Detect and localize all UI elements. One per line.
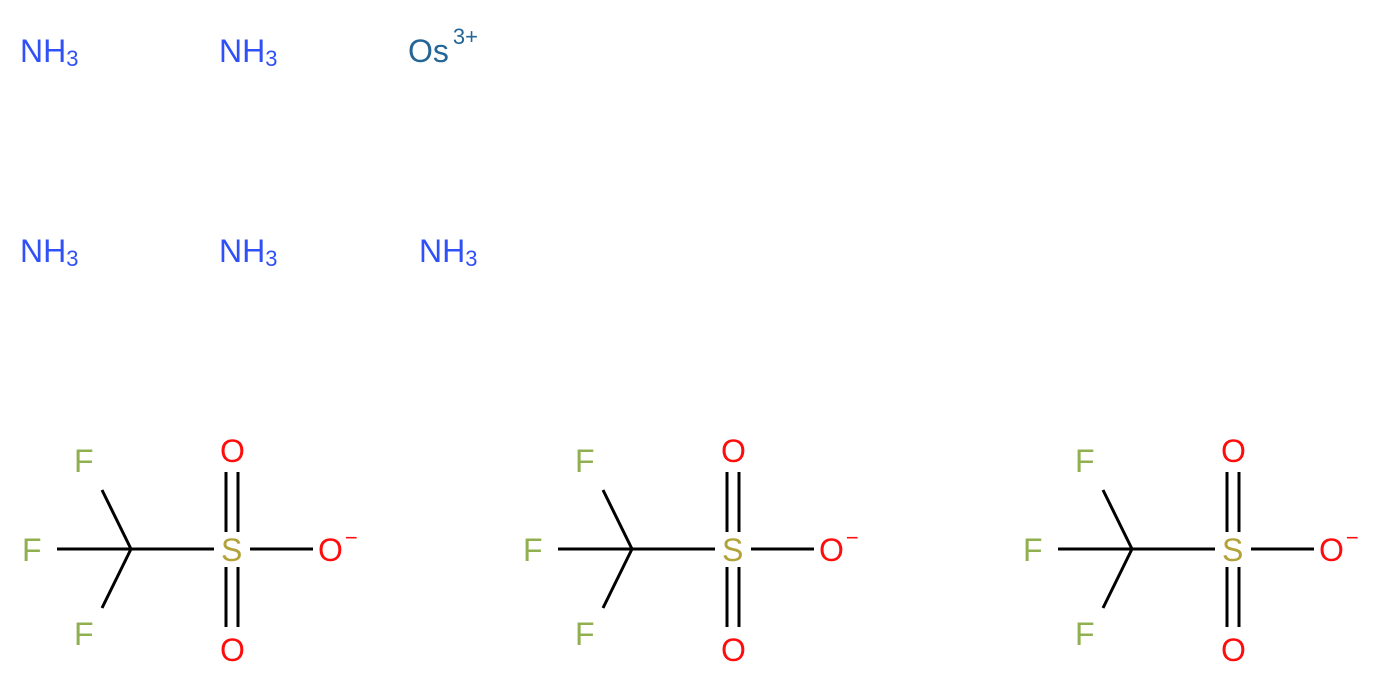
fluorine-bottom: F [1075, 616, 1095, 652]
fluorine-left: F [1023, 532, 1043, 568]
fluorine-left: F [523, 532, 543, 568]
bond-c-f-top [1101, 489, 1134, 550]
bond-c-f-top [100, 489, 133, 550]
oxygen-bottom: O [721, 632, 746, 668]
sulfur: S [221, 532, 242, 568]
ammonia-1: NH3 [20, 33, 78, 71]
triflate-anion-1: F F F S O O O− [22, 433, 358, 668]
oxygen-top: O [721, 433, 746, 469]
bond-c-f-bottom [1101, 548, 1134, 609]
oxygen-bottom: O [220, 632, 245, 668]
fluorine-top: F [1075, 443, 1095, 479]
fluorine-bottom: F [74, 616, 94, 652]
fluorine-left: F [22, 532, 42, 568]
triflate-anion-3: F F F S O O O− [1023, 433, 1359, 668]
oxygen-top: O [220, 433, 245, 469]
ammonia-3: NH3 [20, 233, 78, 271]
fluorine-top: F [575, 443, 595, 479]
oxygen-top: O [1221, 433, 1246, 469]
oxygen-anion: O− [1319, 525, 1359, 568]
fluorine-top: F [74, 443, 94, 479]
oxygen-anion: O− [318, 525, 358, 568]
sulfur: S [722, 532, 743, 568]
ammonia-5: NH3 [419, 233, 477, 271]
ammonia-2: NH3 [219, 33, 277, 71]
oxygen-bottom: O [1221, 632, 1246, 668]
bond-c-f-bottom [601, 548, 634, 609]
fluorine-bottom: F [575, 616, 595, 652]
sulfur: S [1222, 532, 1243, 568]
ammonia-4: NH3 [219, 233, 277, 271]
oxygen-anion: O− [819, 525, 859, 568]
bond-c-f-bottom [100, 548, 133, 609]
bond-c-f-top [601, 489, 634, 550]
triflate-anion-2: F F F S O O O− [523, 433, 859, 668]
